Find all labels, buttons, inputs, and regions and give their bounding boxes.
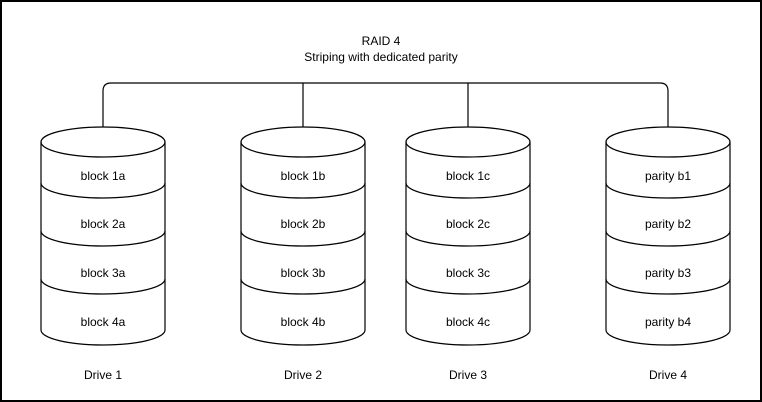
drive-4: parity b1 parity b2 parity b3 parity b4 … bbox=[603, 125, 733, 395]
drive-name-label: Drive 3 bbox=[448, 368, 487, 382]
title-block: RAID 4 Striping with dedicated parity bbox=[2, 33, 760, 65]
cylinder-icon bbox=[605, 126, 731, 346]
block-label: block 3b bbox=[280, 266, 326, 280]
drive-name-label: Drive 1 bbox=[83, 368, 122, 382]
cylinder-icon bbox=[240, 126, 366, 346]
drive-name-label: Drive 2 bbox=[283, 368, 322, 382]
block-label: block 2c bbox=[445, 217, 491, 231]
block-label: parity b4 bbox=[644, 315, 692, 329]
block-label: block 4c bbox=[445, 315, 491, 329]
drive-2: block 1b block 2b block 3b block 4b Driv… bbox=[238, 125, 368, 395]
diagram-title: RAID 4 bbox=[361, 34, 401, 48]
block-label: block 2a bbox=[80, 217, 126, 231]
block-label: block 1a bbox=[80, 169, 126, 183]
cylinder-icon bbox=[40, 126, 166, 346]
block-label: block 4b bbox=[280, 315, 326, 329]
block-label: block 3c bbox=[445, 266, 491, 280]
block-label: block 1c bbox=[445, 169, 491, 183]
block-label: parity b2 bbox=[644, 217, 692, 231]
drive-3: block 1c block 2c block 3c block 4c Driv… bbox=[403, 125, 533, 395]
cylinder-icon bbox=[405, 126, 531, 346]
drive-name-label: Drive 4 bbox=[648, 368, 687, 382]
block-label: parity b3 bbox=[644, 266, 692, 280]
diagram-subtitle: Striping with dedicated parity bbox=[304, 50, 458, 64]
drive-1: block 1a block 2a block 3a block 4a Driv… bbox=[38, 125, 168, 395]
block-label: block 2b bbox=[280, 217, 326, 231]
block-label: block 1b bbox=[280, 169, 326, 183]
block-label: block 4a bbox=[80, 315, 126, 329]
block-label: parity b1 bbox=[644, 169, 692, 183]
block-label: block 3a bbox=[80, 266, 126, 280]
